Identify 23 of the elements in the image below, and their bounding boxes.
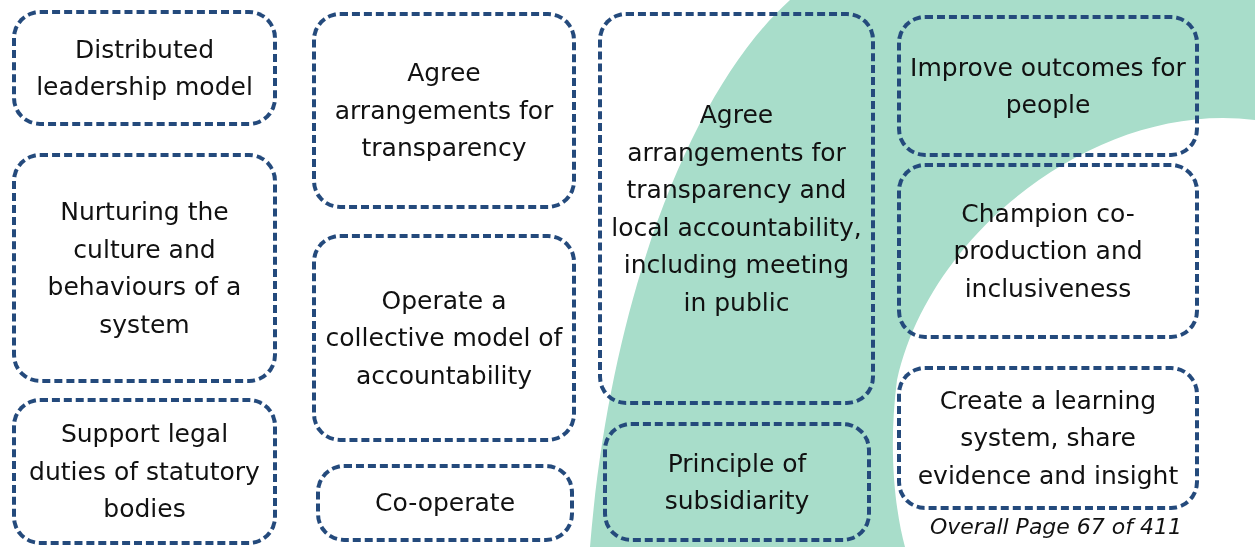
- dashed-rounded-box: [897, 163, 1199, 339]
- dashed-rounded-box: [897, 366, 1199, 510]
- page-number: Overall Page 67 of 411: [930, 514, 1183, 539]
- box-text: Principle of subsidiarity: [663, 447, 811, 517]
- dashed-rounded-box: [598, 12, 875, 405]
- dashed-rounded-box: [12, 398, 277, 545]
- box-text: Create a learning system, share evidence and insight: [916, 384, 1180, 492]
- box-text: Agree arrangements for transparency and local accountability, including meeting in public: [610, 99, 863, 319]
- box-text: Agree arrangements for transparency: [333, 57, 555, 165]
- box-text: Nurturing the culture and behaviours of a system: [46, 196, 243, 341]
- dashed-rounded-box: [897, 15, 1199, 157]
- box-text: Operate a collective model of accountability: [324, 284, 564, 392]
- box-text: Champion co-production and inclusiveness: [952, 197, 1144, 305]
- box-text: Distributed leadership model: [35, 33, 254, 103]
- dashed-rounded-box: [12, 153, 277, 383]
- box-text: Support legal duties of statutory bodies: [28, 418, 261, 526]
- dashed-rounded-box: [12, 10, 277, 126]
- dashed-rounded-box: [312, 12, 576, 209]
- dashed-rounded-box: [312, 234, 576, 442]
- box-text: Improve outcomes for people: [909, 51, 1187, 121]
- box-text: Co-operate: [375, 487, 515, 520]
- dashed-rounded-box: [603, 422, 871, 542]
- dashed-rounded-box: [316, 464, 574, 542]
